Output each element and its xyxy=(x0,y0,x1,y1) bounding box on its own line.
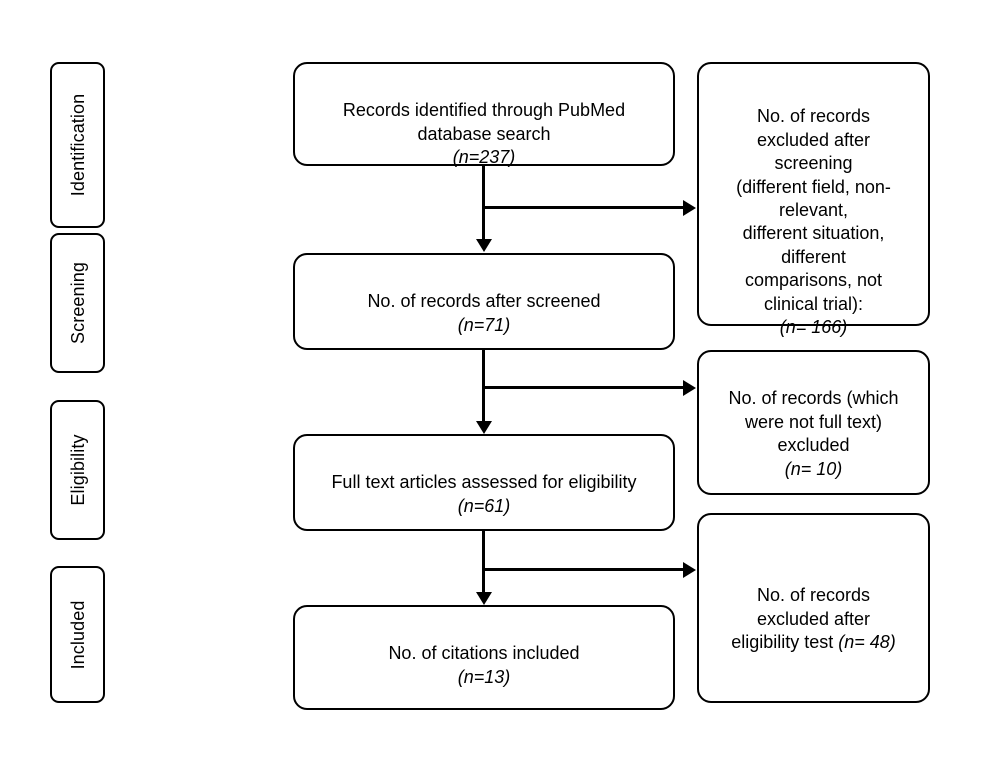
excluded-after-screening-count: (n= 166) xyxy=(779,316,848,337)
flow-box-records-after-screened-text: No. of records after screened (n=71) xyxy=(295,267,673,361)
stage-box-eligibility: Eligibility xyxy=(50,400,105,540)
connector-screened-to-fulltext-arrowhead xyxy=(475,421,492,434)
flow-box-citations-included: No. of citations included (n=13) xyxy=(293,605,675,710)
flow-box-excluded-not-full-text-text: No. of records (which were not full text… xyxy=(699,364,928,504)
excluded-not-full-text-label: No. of records (which were not full text… xyxy=(728,388,899,456)
flow-box-excluded-after-screening-text: No. of records excluded after screening … xyxy=(699,82,928,363)
connector-branch-fulltext-exclusions-line xyxy=(483,386,684,389)
connector-branch-screening-exclusions-line xyxy=(483,206,684,209)
connector-identified-to-screened-arrowhead xyxy=(475,239,492,252)
excluded-not-full-text-count: (n= 10) xyxy=(784,458,843,479)
excluded-after-eligibility-count: (n= 48) xyxy=(838,632,896,653)
records-identified-count: (n=237) xyxy=(452,147,516,168)
connector-identified-to-screened-line xyxy=(482,166,485,240)
flow-box-excluded-not-full-text: No. of records (which were not full text… xyxy=(697,350,930,495)
excluded-after-screening-label: No. of records excluded after screening … xyxy=(736,106,891,314)
excluded-after-eligibility-label: No. of records excluded after eligibilit… xyxy=(731,585,871,653)
connector-branch-screening-exclusions-arrowhead xyxy=(683,199,696,216)
full-text-assessed-count: (n=61) xyxy=(457,495,511,516)
connector-branch-eligibility-exclusions-line xyxy=(483,568,684,571)
records-after-screened-count: (n=71) xyxy=(457,314,511,335)
flow-box-excluded-after-eligibility: No. of records excluded after eligibilit… xyxy=(697,513,930,703)
flow-box-citations-included-text: No. of citations included (n=13) xyxy=(295,619,673,713)
flow-box-excluded-after-eligibility-text: No. of records excluded after eligibilit… xyxy=(699,561,928,655)
stage-box-screening: Screening xyxy=(50,233,105,373)
records-after-screened-label: No. of records after screened xyxy=(367,291,601,312)
flow-box-full-text-assessed-text: Full text articles assessed for eligibil… xyxy=(295,448,673,542)
flow-box-full-text-assessed: Full text articles assessed for eligibil… xyxy=(293,434,675,531)
records-identified-label: Records identified through PubMed databa… xyxy=(342,100,626,144)
stage-label-identification: Identification xyxy=(67,93,88,197)
connector-fulltext-to-included-line xyxy=(482,531,485,593)
stage-label-eligibility: Eligibility xyxy=(67,434,88,506)
flow-box-records-identified: Records identified through PubMed databa… xyxy=(293,62,675,167)
stage-label-included: Included xyxy=(67,600,88,669)
stage-box-identification: Identification xyxy=(50,62,105,228)
full-text-assessed-label: Full text articles assessed for eligibil… xyxy=(331,472,637,493)
flow-box-records-identified-text: Records identified through PubMed databa… xyxy=(295,76,673,193)
citations-included-label: No. of citations included xyxy=(388,643,580,664)
connector-branch-fulltext-exclusions-arrowhead xyxy=(683,379,696,396)
flow-box-excluded-after-screening: No. of records excluded after screening … xyxy=(697,62,930,337)
connector-fulltext-to-included-arrowhead xyxy=(475,592,492,605)
stage-box-included: Included xyxy=(50,566,105,703)
citations-included-count: (n=13) xyxy=(457,666,511,687)
stage-label-screening: Screening xyxy=(67,262,88,344)
connector-branch-eligibility-exclusions-arrowhead xyxy=(683,561,696,578)
flow-box-records-after-screened: No. of records after screened (n=71) xyxy=(293,253,675,350)
